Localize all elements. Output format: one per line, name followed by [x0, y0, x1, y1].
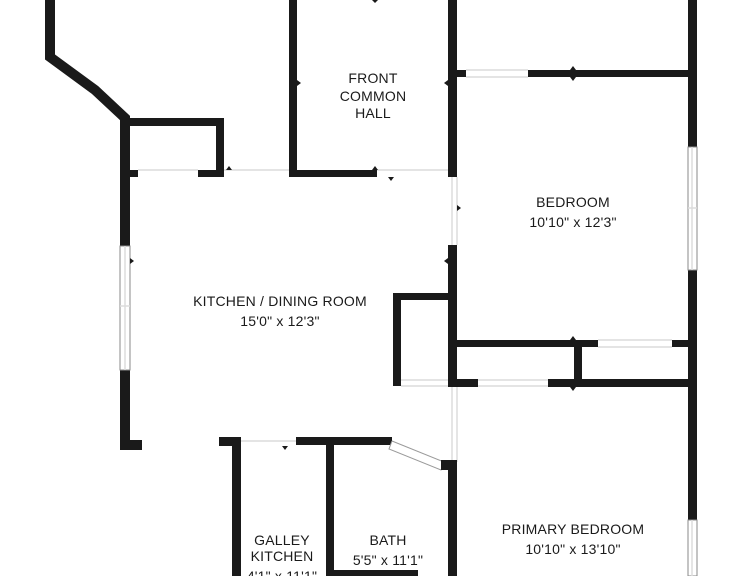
bay-wall [45, 0, 130, 175]
nook-right-wall [216, 118, 224, 176]
hall-left-wall [289, 0, 297, 177]
front-hall-label-line1: FRONT [348, 70, 397, 86]
closet-top-wall [393, 293, 455, 300]
bath-door [388, 440, 457, 471]
hall-bottom-wall [289, 170, 377, 177]
bath-dimensions: 5'5" x 11'1" [353, 552, 423, 568]
bath-label: BATH [369, 532, 406, 548]
nook-top-wall [120, 118, 222, 126]
openings [138, 69, 672, 462]
galley-kitchen-dimensions: 4'1" x 11'1" [247, 568, 317, 576]
primary-bedroom-label: PRIMARY BEDROOM [502, 521, 645, 537]
bedroom-top-wall-right [528, 70, 695, 77]
left-wall-lower [120, 370, 130, 450]
nook-bottom-right-stub [198, 170, 224, 177]
nook-bottom-left-stub [120, 170, 138, 177]
bedroom-closet-top-wall-right [672, 340, 694, 347]
windows [119, 146, 698, 576]
bedroom-closet-divider [574, 340, 582, 386]
walls [45, 0, 697, 576]
bath-bottom-wall [334, 570, 418, 576]
bedroom-dimensions: 10'10" x 12'3" [529, 214, 616, 230]
galley-right-wall [326, 437, 334, 576]
bedroom-closet-top-wall-left [448, 340, 598, 347]
bedroom-label: BEDROOM [536, 194, 610, 210]
bedroom-top-wall-left [448, 70, 466, 77]
primary-bedroom-dimensions: 10'10" x 13'10" [525, 541, 620, 557]
room-labels: FRONT COMMON HALL BEDROOM 10'10" x 12'3"… [193, 70, 644, 576]
bath-top-wall [296, 437, 392, 445]
galley-kitchen-label-line2: KITCHEN [251, 548, 314, 564]
right-exterior-wall-top [688, 0, 697, 147]
bedroom-closet-bottom-wall-left [448, 379, 478, 387]
front-hall-label-line3: HALL [355, 105, 391, 121]
tick-marks [130, 0, 576, 450]
closet-left-wall [393, 293, 401, 386]
right-exterior-wall-mid [688, 270, 697, 520]
bath-right-wall [448, 462, 457, 576]
galley-left-wall [232, 437, 241, 576]
left-wall-foot [120, 440, 142, 450]
kitchen-dining-label: KITCHEN / DINING ROOM [193, 293, 367, 309]
bedroom-left-wall-lower [448, 245, 457, 387]
galley-kitchen-label-line1: GALLEY [254, 532, 310, 548]
bedroom-closet-bottom-wall-right [548, 379, 694, 387]
front-hall-label-line2: COMMON [340, 88, 407, 104]
galley-top-stub [219, 437, 241, 446]
left-wall-upper [120, 118, 130, 246]
hall-right-wall [448, 0, 457, 177]
kitchen-dining-dimensions: 15'0" x 12'3" [240, 313, 319, 329]
